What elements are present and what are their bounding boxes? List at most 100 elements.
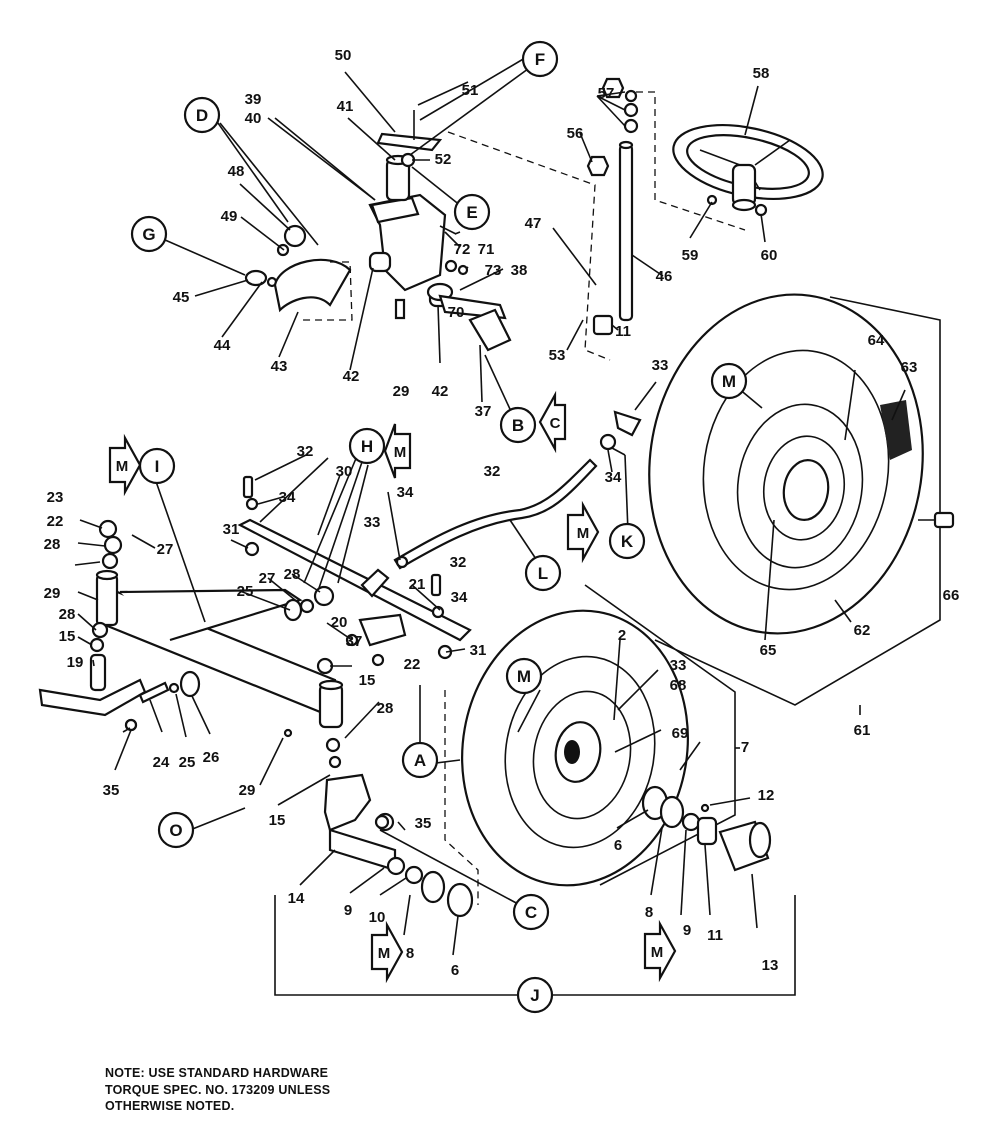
part-label-14: 14 [288, 890, 305, 907]
part-label-9a: 9 [344, 902, 352, 919]
part-label-15b: 15 [59, 628, 76, 645]
part-label-58: 57 [598, 85, 615, 102]
callout-circles [130, 40, 748, 1014]
part-label-66: 65 [760, 642, 777, 659]
part-label-34a: 34 [279, 489, 296, 506]
part-label-24: 26 [203, 749, 220, 766]
part-label-28c: 28 [59, 606, 76, 623]
part-label-64: 63 [901, 359, 918, 376]
part-label-37b: 33 [364, 514, 381, 531]
part-label-36: 32 [484, 463, 501, 480]
part-label-35b: 35 [415, 815, 432, 832]
part-label-32b: 32 [450, 554, 467, 571]
part-label-67: 66 [943, 587, 960, 604]
callout-o: O [169, 821, 182, 840]
part-label-61: 60 [761, 247, 778, 264]
part-label-11b: 11 [707, 927, 723, 944]
part-label-32a: 32 [297, 443, 314, 460]
part-label-53: 51 [462, 82, 479, 99]
marker-c: C [550, 415, 561, 432]
part-label-38b: 34 [397, 484, 414, 501]
callout-m-large-wheel: M [722, 372, 736, 391]
part-label-73: 73 [485, 262, 502, 279]
large-wheel-drawing [648, 293, 924, 635]
callout-c: C [525, 903, 537, 922]
marker-m-2: M [394, 444, 407, 461]
marker-letters: M M C M M M [116, 415, 664, 962]
part-label-38a: 34 [605, 469, 622, 486]
part-label-39b: 37 [346, 633, 363, 650]
small-wheel-drawing [461, 609, 689, 887]
part-label-46: 44 [214, 337, 231, 354]
part-label-39a: 37 [475, 403, 492, 420]
callout-l: L [538, 564, 548, 583]
callout-j: J [530, 986, 539, 1005]
part-label-15c: 15 [269, 812, 286, 829]
callout-letters: D F G E H I B K L A O C J M M [142, 50, 736, 1005]
part-label-43b: 42 [432, 383, 449, 400]
part-label-29c: 29 [239, 782, 256, 799]
part-label-9b: 9 [683, 922, 691, 939]
callout-b: B [512, 416, 524, 435]
part-label-29b: 29 [44, 585, 61, 602]
steering-shaft-drawing [586, 77, 768, 336]
part-label-56: 53 [549, 347, 566, 364]
note-line-3: OTHERWISE NOTED. [105, 1099, 235, 1113]
part-label-69: 69 [672, 725, 689, 742]
part-label-8b: 8 [645, 904, 653, 921]
steering-wheel-drawing [672, 124, 824, 212]
part-label-28b: 28 [44, 536, 61, 553]
part-label-18: 22 [404, 656, 421, 673]
front-axle-drawing [38, 410, 642, 830]
part-label-8a: 8 [406, 945, 414, 962]
part-label-34b: 34 [451, 589, 468, 606]
callout-f: F [535, 50, 545, 69]
part-label-50: 48 [228, 163, 245, 180]
part-label-25: 27 [259, 570, 276, 587]
part-label-40: 39 [245, 91, 262, 108]
callout-d: D [196, 106, 208, 125]
steering-bracket-drawing [244, 110, 512, 352]
part-label-6b: 6 [614, 837, 622, 854]
part-label-21: 23 [47, 489, 64, 506]
part-label-72: 72 [454, 241, 471, 258]
part-label-42: 41 [337, 98, 354, 115]
callout-k: K [621, 532, 634, 551]
part-label-28a: 28 [377, 700, 394, 717]
torque-note: NOTE: USE STANDARD HARDWARE TORQUE SPEC.… [105, 1065, 330, 1115]
part-label-54: 52 [435, 151, 452, 168]
direction-markers [108, 390, 677, 984]
leader-lines [74, 71, 906, 956]
part-label-20: 22 [47, 513, 64, 530]
part-label-26: 28 [284, 566, 301, 583]
part-label-44: 38 [511, 262, 528, 279]
part-number-labels: 50 51 39 40 41 52 48 49 45 44 43 42 29 4… [44, 47, 960, 979]
part-label-16: 20 [331, 614, 348, 631]
part-label-33: 33 [670, 657, 687, 674]
part-label-60: 59 [682, 247, 699, 264]
part-label-47: 45 [173, 289, 190, 306]
callout-i: I [155, 457, 160, 476]
part-label-52: 50 [335, 47, 352, 64]
hub-hardware-drawing [323, 773, 772, 918]
callout-a: A [414, 751, 426, 770]
part-label-63: 62 [854, 622, 871, 639]
part-label-31a: 31 [223, 521, 240, 538]
part-label-29a: 29 [393, 383, 410, 400]
part-label-6a: 6 [451, 962, 459, 979]
part-label-51: 49 [221, 208, 238, 225]
callout-m-small-wheel: M [517, 667, 531, 686]
note-line-1: NOTE: USE STANDARD HARDWARE [105, 1066, 329, 1080]
part-label-10: 10 [369, 909, 386, 926]
part-label-27: 27 [157, 541, 174, 558]
part-label-49: 47 [525, 215, 542, 232]
part-label-68: 68 [670, 677, 687, 694]
part-label-37a: 33 [652, 357, 669, 374]
part-label-31b: 31 [470, 642, 487, 659]
part-label-23b: 25 [179, 754, 196, 771]
part-label-71: 71 [478, 241, 495, 258]
part-label-43a: 42 [343, 368, 360, 385]
marker-m-3: M [577, 525, 590, 542]
callout-e: E [466, 203, 477, 222]
